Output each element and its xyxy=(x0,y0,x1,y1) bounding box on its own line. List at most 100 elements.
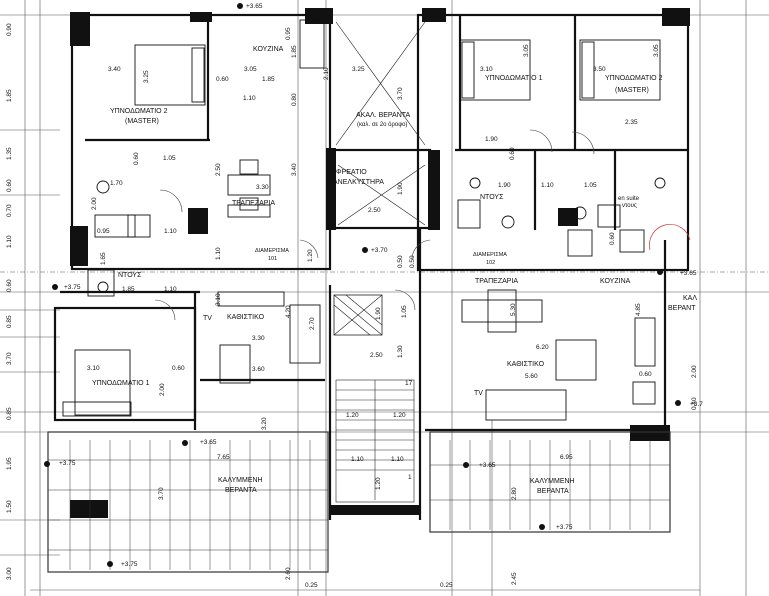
room-ensuite-sub: ντους xyxy=(622,203,637,209)
level-veranda-right: +3.65 xyxy=(479,462,496,469)
dim-label: 5.60 xyxy=(525,373,538,380)
dim-label: 5.30 xyxy=(510,303,517,316)
room-bath-left: ΝΤΟΥΣ xyxy=(118,272,142,279)
dim-label: 2.10 xyxy=(323,67,330,80)
dim-label: 3.00 xyxy=(6,567,13,580)
dim-label: 2.00 xyxy=(159,383,166,396)
dim-label: 1.05 xyxy=(163,155,176,162)
apt-label-right: ΔΙΑΜΕΡΙΣΜΑ xyxy=(473,252,507,258)
dim-label: 2.00 xyxy=(691,365,698,378)
apt-number-right: 102 xyxy=(486,260,495,266)
dim-label: 2.70 xyxy=(309,317,316,330)
dim-label: 3.10 xyxy=(215,293,222,306)
dim-label: 7.65 xyxy=(217,454,230,461)
dim-label: 1.05 xyxy=(401,305,408,318)
dim-label: 2.60 xyxy=(285,567,292,580)
dim-label: 1.90 xyxy=(485,136,498,143)
dim-label: 1.20 xyxy=(393,412,406,419)
dim-label: 1.90 xyxy=(375,307,382,320)
level-veranda-left-edge: +3.75 xyxy=(59,460,76,467)
level-right-edge-low: +3.7 xyxy=(690,401,703,408)
stairs xyxy=(333,294,415,503)
dim-label: 4.85 xyxy=(635,303,642,316)
dim-label: 0.50 xyxy=(409,255,416,268)
room-kitchen-left: ΚΟΥΖΙΝΑ xyxy=(253,46,284,53)
dim-label: 1.10 xyxy=(215,247,222,260)
dim-label: 2.50 xyxy=(368,207,381,214)
dim-label: 6.20 xyxy=(536,344,549,351)
dim-label: 0.25 xyxy=(440,582,453,589)
dim-label: 3.05 xyxy=(523,44,530,57)
dim-label: 1.50 xyxy=(6,500,13,513)
dim-label: 1.10 xyxy=(351,456,364,463)
dim-label: 0.90 xyxy=(6,23,13,36)
doors xyxy=(154,129,595,321)
dim-label: 1.65 xyxy=(100,252,107,265)
room-living-right: ΚΑΘΙΣΤΙΚΟ xyxy=(507,361,545,368)
dim-label: 1.90 xyxy=(498,182,511,189)
apt-label-left: ΔΙΑΜΕΡΙΣΜΑ xyxy=(255,248,289,254)
room-veranda-left-sub: ΒΕΡΑΝΤΑ xyxy=(225,487,257,494)
level-right-edge: +3.65 xyxy=(680,270,697,277)
room-shaft: ΦΡΕΑΤΙΟ xyxy=(336,169,367,176)
room-shaft-sub: ΑΝΕΛΚΥΣΤΗΡΑ xyxy=(333,179,384,186)
dim-label: 0.95 xyxy=(285,27,292,40)
dim-label: 3.40 xyxy=(291,163,298,176)
room-bedroom1-right: ΥΠΝΟΔΩΜΑΤΙΟ 1 xyxy=(485,75,543,82)
dim-label: 0.60 xyxy=(172,365,185,372)
tv-label-left: TV xyxy=(203,315,212,322)
dim-label: 1.20 xyxy=(307,249,314,262)
furniture xyxy=(62,19,666,421)
room-ensuite: en suite xyxy=(618,196,640,202)
room-veranda-left: ΚΑΛΥΜΜΕΝΗ xyxy=(218,477,263,484)
level-core: +3.70 xyxy=(371,247,388,254)
level-markers xyxy=(44,3,681,567)
level-bottom-left: +3.75 xyxy=(121,561,138,568)
dim-label: 1.35 xyxy=(6,147,13,160)
dim-label: 6.95 xyxy=(560,454,573,461)
stair-number: 17 xyxy=(405,380,413,387)
dim-label: 0.70 xyxy=(6,204,13,217)
dim-label: 0.60 xyxy=(6,279,13,292)
dim-label: 0.60 xyxy=(133,152,140,165)
room-bedroom2-left: ΥΠΝΟΔΩΜΑΤΙΟ 2 xyxy=(110,108,168,115)
dim-label: 0.95 xyxy=(97,228,110,235)
room-bedroom2-right: ΥΠΝΟΔΩΜΑΤΙΟ 2 xyxy=(605,75,663,82)
dim-label: 0.80 xyxy=(291,93,298,106)
shaft-cross xyxy=(335,21,426,226)
dim-label: 1.30 xyxy=(397,345,404,358)
dim-label: 1.20 xyxy=(375,477,382,490)
dim-label: 1.20 xyxy=(346,412,359,419)
room-living-left: ΚΑΘΙΣΤΙΚΟ xyxy=(227,314,265,321)
dim-label: 1.85 xyxy=(122,286,135,293)
dim-label: 1.10 xyxy=(164,286,177,293)
dim-label: 0.60 xyxy=(609,232,616,245)
stair-number: 1 xyxy=(408,474,412,481)
dim-label: 2.50 xyxy=(370,352,383,359)
dim-label: 1.85 xyxy=(262,76,275,83)
dim-label: 1.85 xyxy=(291,45,298,58)
dim-label: 3.70 xyxy=(158,487,165,500)
dim-label: 1.90 xyxy=(397,182,404,195)
dim-label: 0.60 xyxy=(639,371,652,378)
dim-label: 3.20 xyxy=(261,417,268,430)
room-bedroom1-left: ΥΠΝΟΔΩΜΑΤΙΟ 1 xyxy=(92,380,150,387)
dim-label: 2.80 xyxy=(511,487,518,500)
level-left-mid: +3.75 xyxy=(64,284,81,291)
dim-label: 3.50 xyxy=(593,66,606,73)
dim-label: 1.85 xyxy=(6,89,13,102)
room-veranda-right: ΚΑΛΥΜΜΕΝΗ xyxy=(530,478,575,485)
dim-label: 4.20 xyxy=(285,305,292,318)
dim-label: 3.10 xyxy=(480,66,493,73)
tv-label-right: TV xyxy=(474,390,483,397)
left-margin-dims: 0.90 1.85 1.35 0.60 0.70 1.10 0.60 0.85 … xyxy=(6,23,292,580)
room-veranda-right-sub: ΒΕΡΑΝΤΑ xyxy=(537,488,569,495)
room-veranda-edge: ΚΑΛ xyxy=(683,295,697,302)
dim-label: 3.25 xyxy=(143,70,150,83)
room-dining-right: ΤΡΑΠΕΖΑΡΙΑ xyxy=(475,278,518,285)
dim-label: 0.85 xyxy=(6,315,13,328)
red-revision-mark xyxy=(649,224,691,251)
dim-label: 1.10 xyxy=(243,95,256,102)
